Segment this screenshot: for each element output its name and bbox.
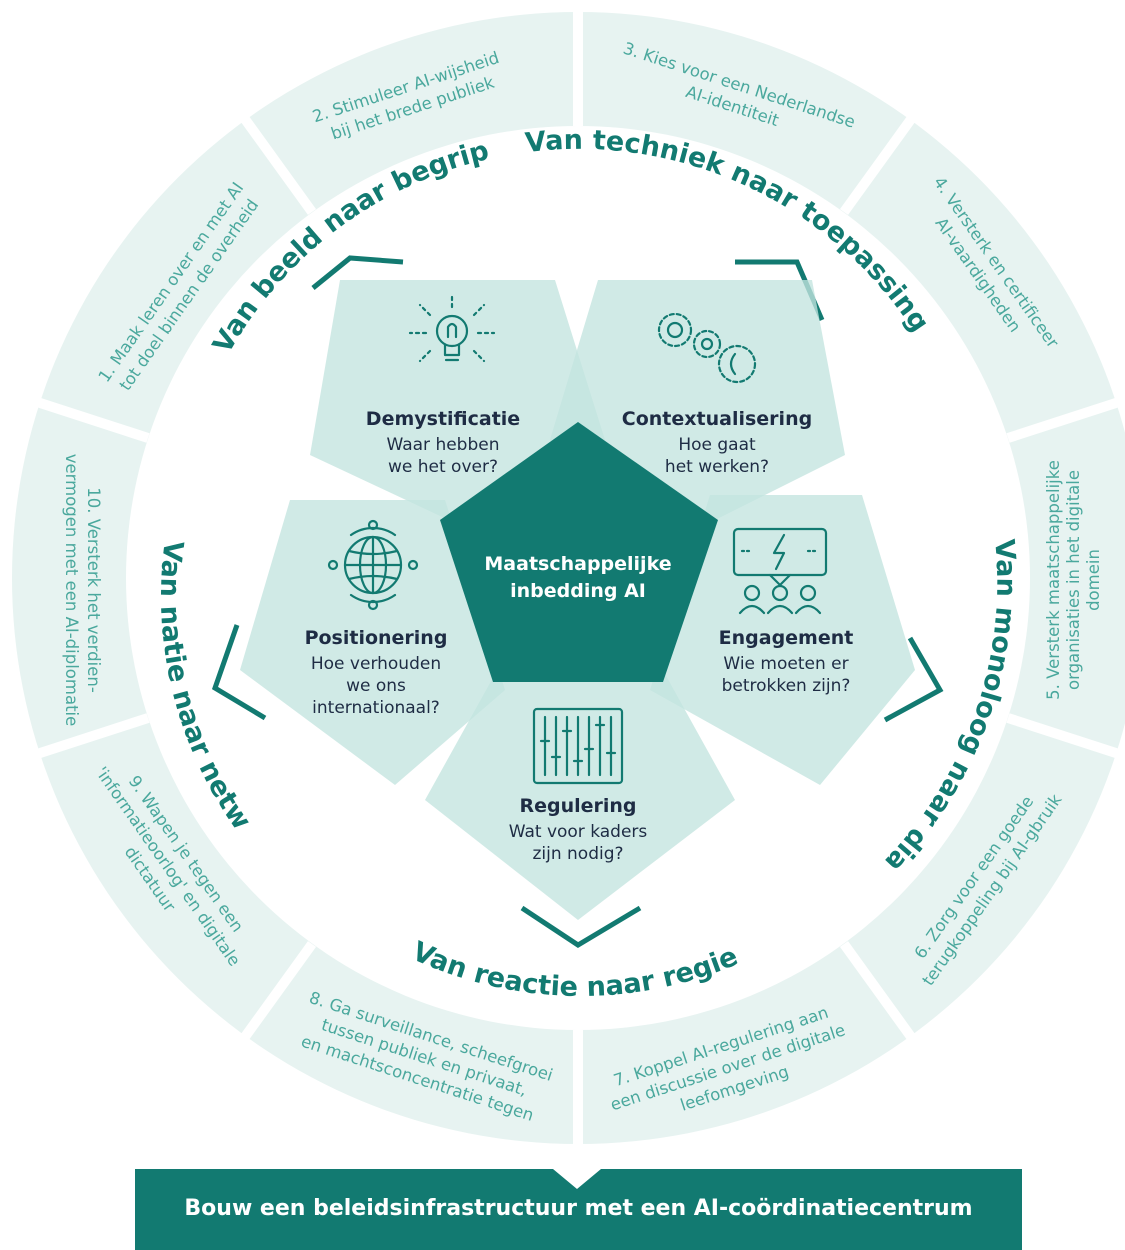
- pillar-sub1-positionering: Hoe verhouden: [311, 654, 441, 674]
- segment-5-line-1: 5. Versterk maatschappelijke: [1044, 460, 1063, 700]
- center-line-1: Maatschappelijke: [484, 553, 671, 575]
- center-pentagon: [440, 422, 718, 682]
- segment-5-line-2: organisaties in het digitale: [1064, 470, 1083, 690]
- pillar-sub1-demystificatie: Waar hebben: [387, 435, 500, 455]
- pillar-title-contextualisering: Contextualisering: [622, 408, 812, 430]
- segment-5: 5. Versterk maatschappelijke organisatie…: [1044, 460, 1103, 700]
- bracket-left: [211, 624, 267, 721]
- pillar-sub2-engagement: betrokken zijn?: [722, 676, 851, 696]
- pillar-sub2-positionering: we ons: [346, 676, 406, 696]
- speech-lightning-icon: [732, 527, 828, 615]
- pillar-sub3-positionering: internationaal?: [312, 698, 440, 718]
- pillar-sub1-contextualisering: Hoe gaat: [678, 435, 756, 455]
- segment-10-line-2: vermogen met een AI-diplomatie: [62, 454, 81, 727]
- pillar-sub2-regulering: zijn nodig?: [532, 844, 623, 864]
- pillar-title-demystificatie: Demystificatie: [366, 408, 520, 430]
- segment-10-line-1: 10. Versterk het verdien-: [84, 487, 103, 693]
- pillar-sub1-engagement: Wie moeten er: [723, 654, 848, 674]
- bracket-top-left: [311, 255, 404, 290]
- banner-notch: [553, 1169, 601, 1189]
- banner-text: Bouw een beleidsinfrastructuur met een A…: [184, 1196, 973, 1221]
- pillar-sub1-regulering: Wat voor kaders: [509, 822, 648, 842]
- bracket-right: [883, 636, 944, 723]
- pillar-shape-engagement: [650, 495, 915, 785]
- pillar-shape-regulering: [425, 665, 735, 920]
- pillar-title-engagement: Engagement: [719, 627, 854, 649]
- pillar-sub2-contextualisering: het werken?: [665, 457, 769, 477]
- pillar-sub2-demystificatie: we het over?: [388, 457, 498, 477]
- center-line-2: inbedding AI: [510, 580, 646, 602]
- bracket-bottom: [520, 905, 642, 948]
- pillar-title-positionering: Positionering: [305, 627, 448, 649]
- gears-icon: [657, 312, 757, 384]
- lightbulb-icon: [408, 291, 496, 363]
- sliders-icon: [532, 707, 624, 785]
- pillar-shape-positionering: [240, 500, 505, 785]
- segment-10: 10. Versterk het verdien- vermogen met e…: [62, 454, 103, 727]
- pillar-title-regulering: Regulering: [519, 795, 636, 817]
- globe-icon: [327, 519, 419, 611]
- segment-5-line-3: domein: [1084, 549, 1103, 611]
